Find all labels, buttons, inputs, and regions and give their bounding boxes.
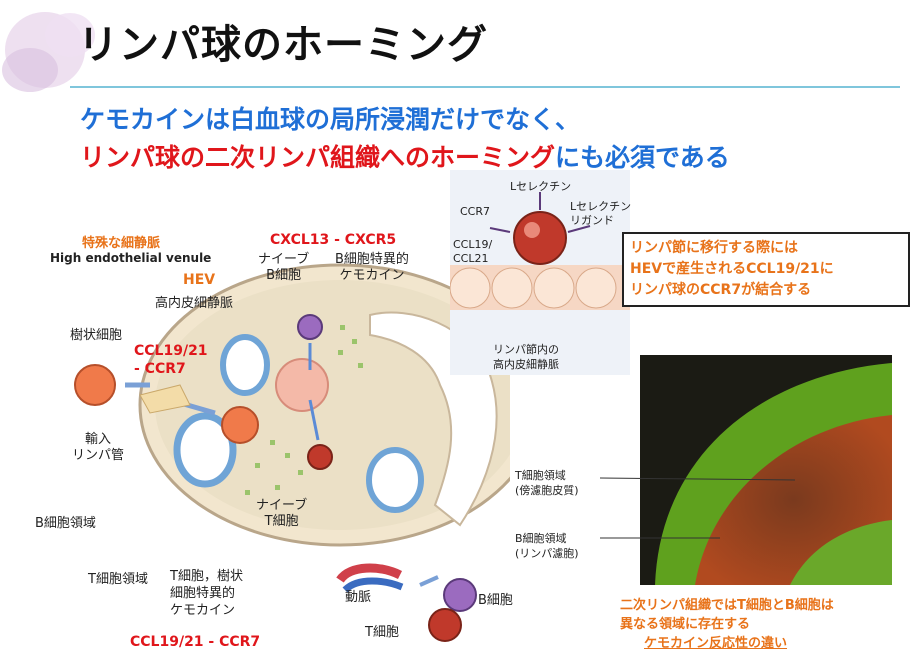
artery-label: 動脈 bbox=[345, 590, 372, 605]
bottom-caption: 二次リンパ組織ではT細胞とB細胞は 異なる領域に存在する ケモカイン反応性の違い bbox=[620, 596, 834, 653]
b-area-label: B細胞領域 bbox=[35, 516, 96, 531]
artery bbox=[336, 563, 403, 583]
follicle bbox=[220, 334, 270, 396]
hev-vessel bbox=[275, 358, 329, 412]
lymph-node-micrograph bbox=[640, 355, 892, 585]
subtitle-line-2: リンパ球の二次リンパ組織へのホーミングにも必須である bbox=[80, 138, 730, 174]
subtitle-red-part: リンパ球の二次リンパ組織へのホーミング bbox=[80, 143, 556, 172]
follicle bbox=[366, 447, 424, 513]
follicle bbox=[173, 412, 237, 488]
naive-t-label: ナイーブ T細胞 bbox=[256, 498, 308, 529]
decorative-swirl bbox=[2, 12, 95, 92]
dendritic-cell-label: 樹状細胞 bbox=[70, 328, 123, 343]
naive-b-cell bbox=[297, 314, 323, 340]
blood-t-cell bbox=[428, 608, 462, 642]
title-divider bbox=[70, 86, 900, 88]
special-vein-label: 特殊な細静脈 bbox=[82, 236, 161, 251]
hev-jp-label: 高内皮細静脈 bbox=[155, 296, 234, 311]
cxcl13-label: CXCL13 - CXCR5 bbox=[270, 232, 397, 248]
t-area-label: T細胞領域 bbox=[88, 572, 148, 587]
micro-t-area-label: T細胞領域 (傍濾胞皮質) bbox=[515, 469, 579, 497]
hev-inset-illustration bbox=[450, 170, 630, 375]
caption-line-3: ケモカイン反応性の違い bbox=[644, 636, 788, 651]
caption-line-3-wrap: ケモカイン反応性の違い bbox=[620, 634, 834, 653]
hev-english-label: High endothelial venule bbox=[50, 251, 212, 265]
dendritic-cell bbox=[221, 406, 259, 444]
l-selectin-ligand-label: Lセレクチン リガンド bbox=[570, 200, 632, 227]
hev-callout-box: リンパ節に移行する際には HEVで産生されるCCL19/21に リンパ球のCCR… bbox=[622, 232, 910, 307]
blood-b-cell bbox=[443, 578, 477, 612]
ccl19-label-b: - CCR7 bbox=[134, 361, 186, 377]
micrograph-pointer-lines bbox=[600, 477, 796, 539]
ccl19-label-a: CCL19/21 bbox=[134, 343, 208, 359]
ccl19-21-label: CCL19/ CCL21 bbox=[453, 238, 493, 265]
subtitle-blue-part: にも必須である bbox=[555, 143, 730, 172]
lymph-node-diagram bbox=[74, 263, 510, 642]
afferent-lymph-label: 輸入 リンパ管 bbox=[72, 432, 125, 463]
callout-line-3: リンパ球のCCR7が結合する bbox=[630, 282, 812, 298]
hev-label: HEV bbox=[183, 272, 216, 288]
subtitle-line-1: ケモカインは白血球の局所浸潤だけでなく、 bbox=[80, 105, 581, 134]
callout-line-2: HEVで産生されるCCL19/21に bbox=[630, 261, 834, 277]
b-cell-label: B細胞 bbox=[478, 593, 513, 608]
inset-caption: リンパ節内の 高内皮細静脈 bbox=[493, 343, 559, 371]
ccr7-label: CCR7 bbox=[460, 205, 491, 218]
caption-line-2: 異なる領域に存在する bbox=[620, 617, 751, 632]
b-specific-chemokine-label: B細胞特異的 ケモカイン bbox=[335, 252, 409, 283]
naive-b-label: ナイーブ B細胞 bbox=[258, 252, 310, 283]
page-title: リンパ球のホーミング bbox=[78, 22, 488, 68]
caption-line-1: 二次リンパ組織ではT細胞とB細胞は bbox=[620, 598, 834, 613]
dendritic-cell bbox=[74, 364, 116, 406]
afferent-lymph-vessel bbox=[139, 384, 191, 414]
callout-line-1: リンパ節に移行する際には bbox=[630, 240, 798, 256]
l-selectin-label: Lセレクチン bbox=[510, 180, 572, 193]
micro-b-area-label: B細胞領域 (リンパ濾胞) bbox=[515, 532, 579, 560]
t-cell-label: T細胞 bbox=[365, 625, 399, 640]
lymphocyte bbox=[513, 211, 567, 265]
t-specific-chemokine-label: T細胞，樹状 細胞特異的 ケモカイン bbox=[170, 569, 243, 618]
naive-t-cell bbox=[307, 444, 333, 470]
ccl19-bottom-label: CCL19/21 - CCR7 bbox=[130, 634, 261, 650]
